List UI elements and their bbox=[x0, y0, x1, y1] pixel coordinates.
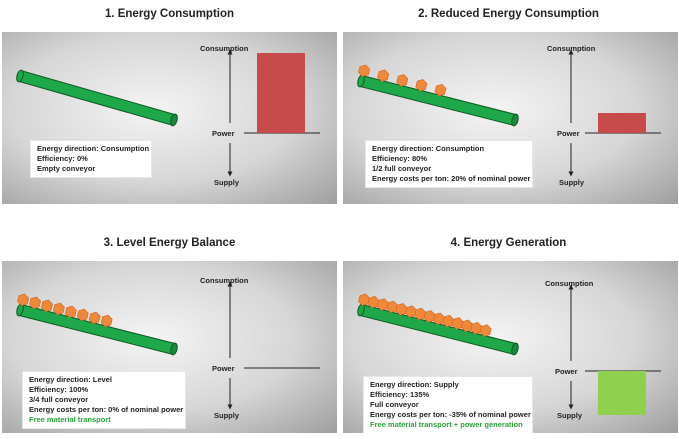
material-package bbox=[29, 296, 41, 309]
material-package bbox=[396, 74, 409, 87]
axis-label-supply: Supply bbox=[214, 178, 240, 187]
panel-scene-4 bbox=[357, 284, 661, 415]
panel-title-1: 1. Energy Consumption bbox=[104, 8, 235, 20]
info-line: Efficiency: 135% bbox=[370, 390, 430, 399]
info-box: Energy direction: Consumption Efficiency… bbox=[30, 140, 152, 178]
material-package bbox=[76, 308, 89, 322]
info-line: Energy direction: Supply bbox=[370, 380, 459, 389]
axis-label-supply: Supply bbox=[214, 411, 240, 420]
conveyor-belt bbox=[18, 305, 176, 354]
highlight-line: Free material transport bbox=[29, 415, 111, 424]
axis-label-supply: Supply bbox=[557, 411, 583, 420]
material-package bbox=[358, 64, 370, 77]
panel-energy-generation: Consumption Power Supply Energy directio… bbox=[343, 261, 678, 433]
axis-label-consumption: Consumption bbox=[547, 44, 596, 53]
info-line: 3/4 full conveyor bbox=[29, 395, 89, 404]
panel-level-energy-balance: Consumption Power Supply Energy directio… bbox=[2, 261, 337, 433]
axis-label-power: Power bbox=[212, 364, 235, 373]
panel-scene-1 bbox=[16, 49, 320, 177]
axis-label-power: Power bbox=[557, 129, 580, 138]
info-line: Energy direction: Consumption bbox=[372, 144, 485, 153]
power-bar bbox=[598, 113, 646, 133]
material-package bbox=[88, 311, 101, 325]
panel-scene-2 bbox=[357, 49, 661, 177]
material-package bbox=[64, 305, 77, 319]
info-line: Empty conveyor bbox=[37, 164, 96, 173]
highlight-line: Free material transport + power generati… bbox=[370, 420, 523, 429]
conveyor-end-cap bbox=[16, 69, 24, 83]
info-line: Energy costs per ton: -35% of nominal po… bbox=[370, 410, 531, 419]
conveyor-belt bbox=[359, 305, 517, 354]
axis-label-consumption: Consumption bbox=[200, 276, 249, 285]
panel-title-3: 3. Level Energy Balance bbox=[103, 237, 236, 249]
panel-energy-consumption: Consumption Power Supply Energy directio… bbox=[2, 32, 337, 204]
panel-title-2: 2. Reduced Energy Consumption bbox=[418, 8, 599, 20]
info-box: Energy direction: Supply Efficiency: 135… bbox=[363, 376, 533, 433]
material-package bbox=[415, 79, 428, 92]
axis-label-consumption: Consumption bbox=[200, 44, 249, 53]
axis-label-consumption: Consumption bbox=[545, 279, 594, 288]
panel-reduced-energy-consumption: Consumption Power Supply Energy directio… bbox=[343, 32, 678, 204]
material-package bbox=[479, 324, 492, 337]
axis-label-supply: Supply bbox=[559, 178, 585, 187]
conveyor-end-cap bbox=[511, 342, 519, 356]
material-package bbox=[434, 83, 447, 97]
info-box: Energy direction: Consumption Efficiency… bbox=[365, 140, 533, 188]
panel-title-4: 4. Energy Generation bbox=[450, 237, 567, 249]
power-bar bbox=[257, 53, 305, 133]
material-package bbox=[100, 314, 113, 328]
info-line: Full conveyor bbox=[370, 400, 419, 409]
info-line: Energy costs per ton: 20% of nominal pow… bbox=[372, 174, 531, 183]
material-package bbox=[52, 302, 65, 316]
info-line: Energy direction: Consumption bbox=[37, 144, 150, 153]
info-line: 1/2 full conveyor bbox=[372, 164, 432, 173]
info-line: Efficiency: 0% bbox=[37, 154, 88, 163]
material-package bbox=[41, 299, 53, 312]
info-box: Energy direction: Level Efficiency: 100%… bbox=[22, 371, 186, 429]
power-bar bbox=[598, 371, 646, 415]
panel-scene-3 bbox=[16, 281, 320, 410]
conveyor-end-cap bbox=[511, 113, 519, 127]
info-line: Efficiency: 80% bbox=[372, 154, 428, 163]
info-line: Energy costs per ton: 0% of nominal powe… bbox=[29, 405, 184, 414]
material-package bbox=[377, 69, 390, 82]
material-package bbox=[17, 293, 29, 306]
conveyor-belt bbox=[359, 76, 517, 125]
conveyor-belt bbox=[18, 71, 176, 125]
conveyor-end-cap bbox=[170, 113, 178, 127]
info-line: Energy direction: Level bbox=[29, 375, 112, 384]
conveyor-end-cap bbox=[170, 342, 178, 356]
axis-label-power: Power bbox=[212, 129, 235, 138]
info-line: Efficiency: 100% bbox=[29, 385, 89, 394]
axis-label-power: Power bbox=[555, 367, 578, 376]
